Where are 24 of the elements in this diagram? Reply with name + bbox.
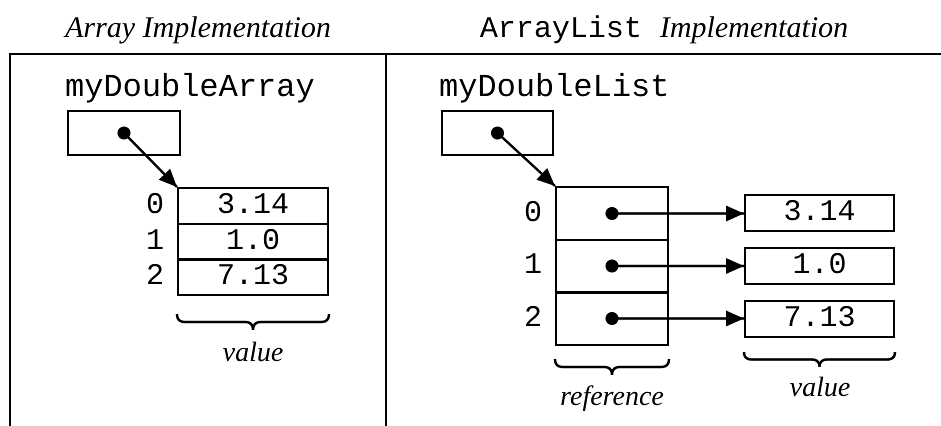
value-cell: 3.14 — [177, 187, 329, 225]
value-cell: 7.13 — [744, 300, 895, 338]
arrow — [606, 310, 744, 326]
index-number: 1 — [144, 224, 165, 260]
value-cell: 1.0 — [177, 222, 329, 260]
brace-label: value — [222, 336, 284, 370]
value-cell: 7.13 — [177, 258, 329, 296]
variable-name: myDoubleArray — [65, 68, 315, 108]
variable-name: myDoubleList — [439, 68, 670, 108]
arrow — [491, 126, 556, 187]
index-number: 1 — [522, 248, 543, 285]
value-cell: 1.0 — [744, 247, 895, 285]
brace-label: reference — [559, 380, 665, 414]
index-number: 0 — [144, 188, 165, 225]
brace-label: value — [788, 371, 852, 405]
index-number: 0 — [522, 196, 543, 232]
arrow — [118, 126, 178, 188]
index-number: 2 — [144, 259, 165, 296]
panel-heading: Array Implementation — [62, 10, 332, 46]
arrow — [606, 206, 744, 222]
index-number: 2 — [522, 300, 543, 338]
value-cell: 3.14 — [744, 194, 895, 232]
panel-heading: ArrayList Implementation — [478, 10, 850, 48]
arrow — [606, 258, 744, 274]
